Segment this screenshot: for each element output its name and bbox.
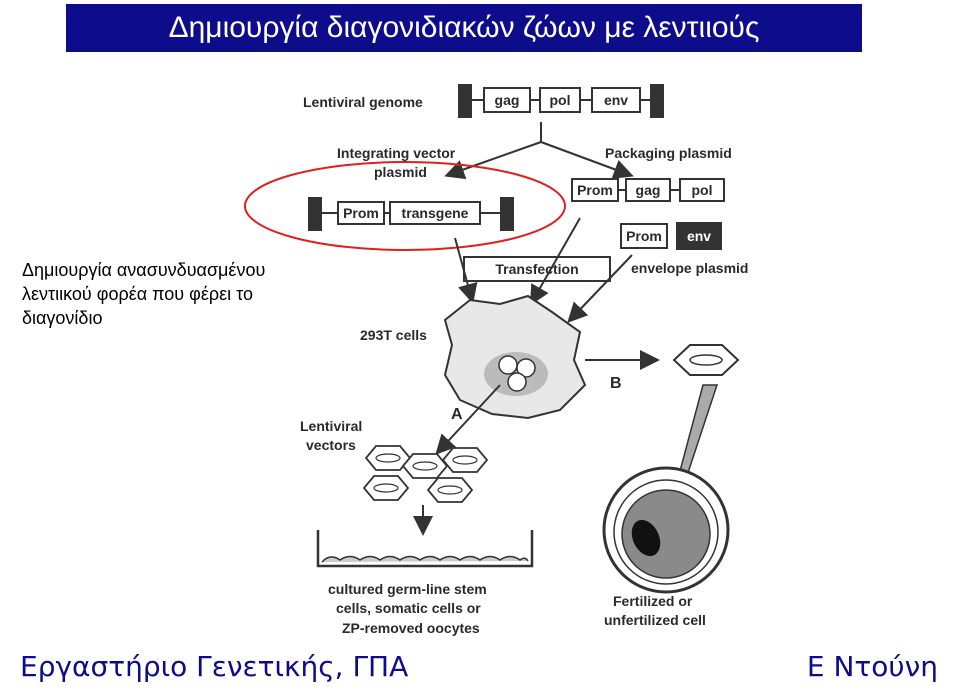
envelope-env-label: env — [687, 228, 711, 244]
virus-particle-2 — [401, 453, 449, 479]
footer-author: Ε Ντούνη — [806, 650, 938, 683]
vector-transgene-box — [389, 201, 481, 225]
integrating-vector-label-1: Integrating vector — [337, 145, 456, 161]
packaging-plasmid-label: Packaging plasmid — [605, 145, 732, 161]
lentiviral-vectors-label-2: vectors — [306, 437, 356, 453]
vector-to-cell-arrow — [454, 237, 478, 304]
envelope-prom-label: Prom — [626, 228, 662, 244]
nucleus-circle-2 — [516, 358, 536, 378]
vector-prom-box — [337, 201, 385, 225]
cultured-cells — [321, 555, 529, 563]
genome-gag-box — [483, 87, 531, 113]
cultured-label-1: cultured germ-line stem — [328, 581, 487, 597]
nucleus-circle-1 — [498, 355, 518, 375]
cultured-label-3: ZP-removed oocytes — [342, 620, 480, 636]
footer-lab: Εργαστήριο Γενετικής, ΓΠΑ — [20, 650, 409, 683]
packaging-prom-box — [571, 178, 619, 202]
envelope-to-cell-arrow — [567, 254, 633, 323]
cells-293t-label: 293T cells — [360, 327, 427, 343]
packaging-pol-box — [679, 178, 725, 202]
split-arrow-right — [540, 141, 634, 179]
cultured-label-2: cells, somatic cells or — [336, 600, 481, 616]
genome-pol-label: pol — [550, 92, 571, 108]
split-arrow-left — [444, 141, 542, 180]
vector-prom-label: Prom — [343, 205, 379, 221]
virus-particle-4 — [362, 475, 410, 501]
packaging-pol-label: pol — [692, 182, 713, 198]
lentiviral-vectors-label-1: Lentiviral — [300, 418, 362, 434]
slide-title: Δημιουργία διαγονιδιακών ζώων με λεντιιο… — [168, 11, 760, 44]
integrating-vector-label-2: plasmid — [374, 164, 427, 180]
virus-particle-1 — [364, 445, 412, 471]
virus-particle-5 — [426, 477, 474, 503]
packaging-gag-label: gag — [636, 182, 661, 198]
side-note-line-1: Δημιουργία ανασυνδυασμένου — [22, 260, 266, 280]
transfection-label: Transfection — [495, 261, 578, 277]
genome-pol-box — [539, 87, 581, 113]
culture-dish — [316, 530, 534, 568]
genome-env-box — [591, 87, 641, 113]
vector-transgene-label: transgene — [402, 205, 469, 221]
title-bar: Δημιουργία διαγονιδιακών ζώων με λεντιιο… — [66, 4, 862, 52]
packaging-prom-label: Prom — [577, 182, 613, 198]
fertilized-label-2: unfertilized cell — [604, 612, 706, 628]
fertilized-label-1: Fertilized or — [613, 593, 693, 609]
packaging-gag-box — [625, 178, 671, 202]
highlight-ellipse — [244, 161, 566, 251]
lentiviral-genome-label: Lentiviral genome — [303, 94, 423, 110]
arrow-a — [435, 384, 501, 455]
envelope-plasmid-label: envelope plasmid — [631, 260, 748, 276]
virus-particle-3 — [441, 447, 489, 473]
genome-ltr-right — [650, 84, 664, 118]
genome-ltr-left — [458, 84, 472, 118]
genome-gag-label: gag — [495, 92, 520, 108]
label-a: A — [451, 406, 463, 423]
side-note-line-3: διαγονίδιο — [22, 308, 103, 328]
side-note: Δημιουργία ανασυνδυασμένου λεντιικού φορ… — [22, 258, 322, 330]
virus-core-b — [689, 354, 723, 366]
envelope-env-box — [676, 222, 722, 250]
egg-cytoplasm — [621, 489, 711, 579]
egg-nucleus — [631, 519, 661, 557]
vector-ltr-right — [500, 197, 514, 231]
nucleus-circle-3 — [507, 372, 527, 392]
vector-ltr-left — [308, 197, 322, 231]
genome-env-label: env — [604, 92, 628, 108]
envelope-prom-box — [620, 223, 668, 249]
virus-cluster — [362, 445, 489, 503]
side-note-line-2: λεντιικού φορέα που φέρει το — [22, 284, 253, 304]
label-b: B — [610, 375, 622, 392]
packaging-to-cell-arrow — [530, 217, 581, 306]
